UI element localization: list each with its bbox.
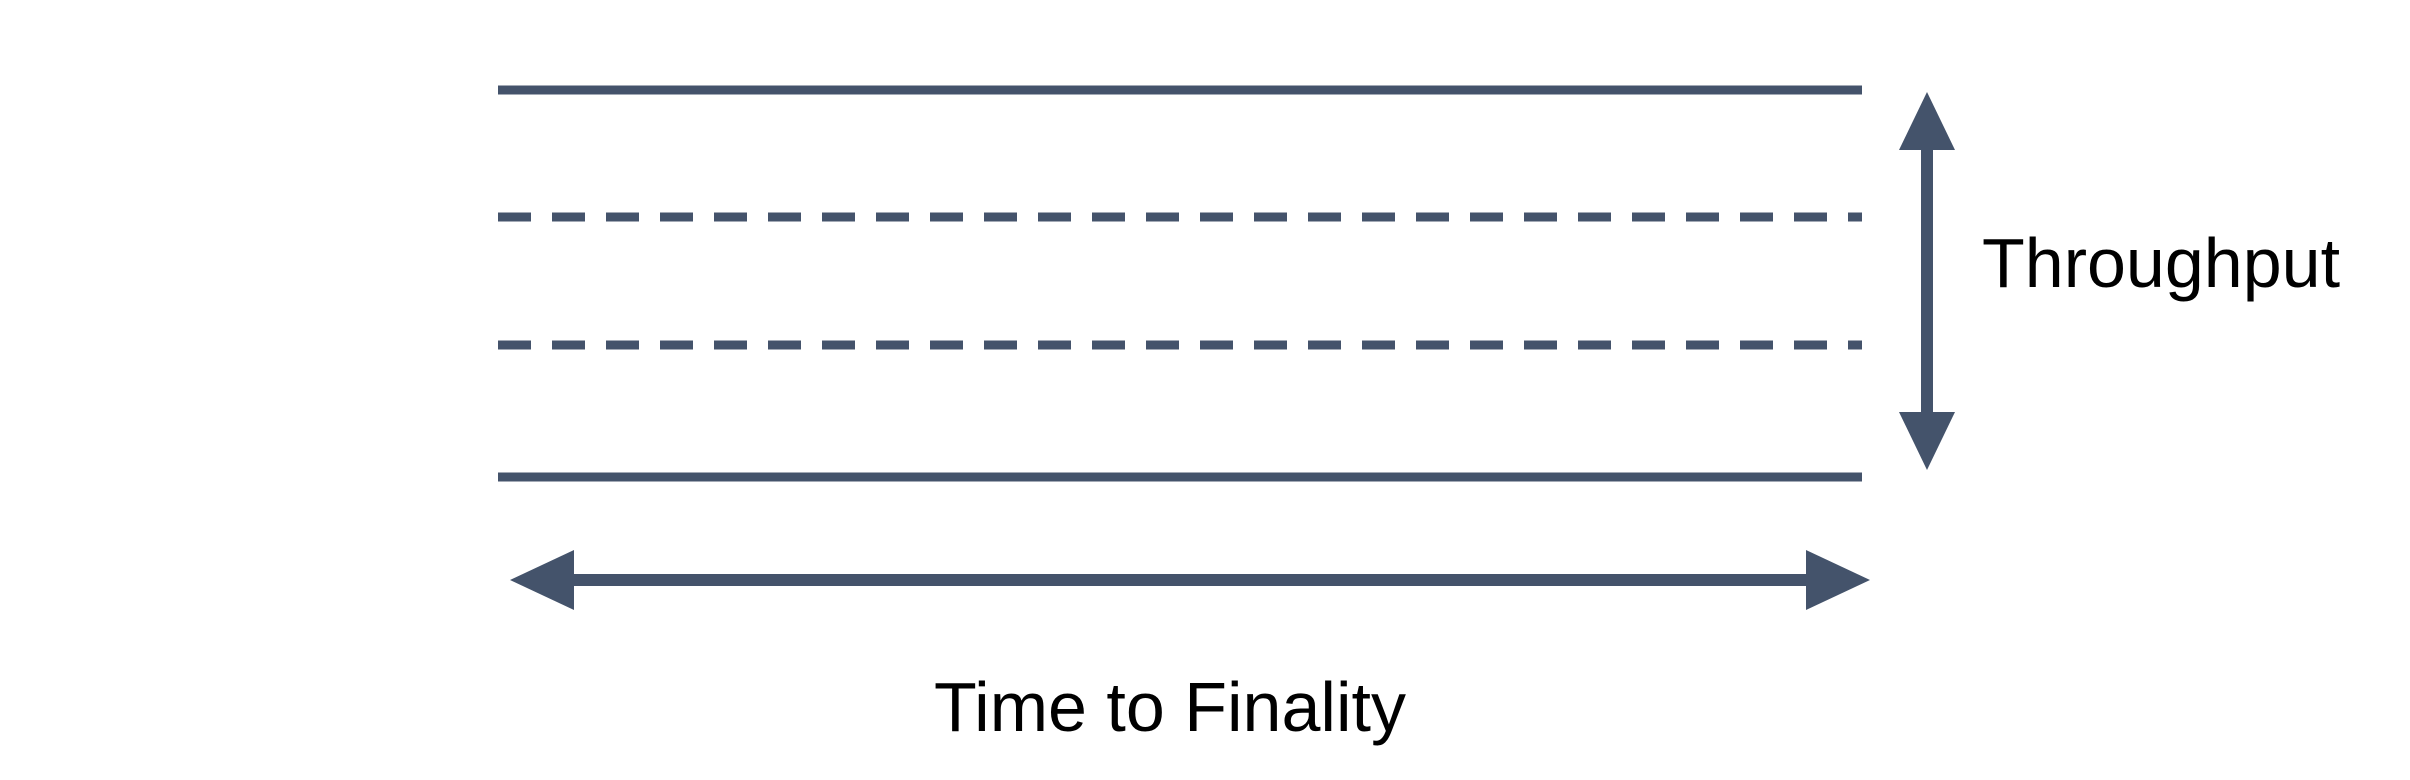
double-headed-vertical-arrow-icon [1899, 92, 1955, 470]
double-headed-horizontal-arrow-icon [510, 550, 1870, 610]
time-to-finality-axis-label: Time to Finality [934, 668, 1406, 746]
throughput-axis-label: Throughput [1982, 224, 2341, 302]
